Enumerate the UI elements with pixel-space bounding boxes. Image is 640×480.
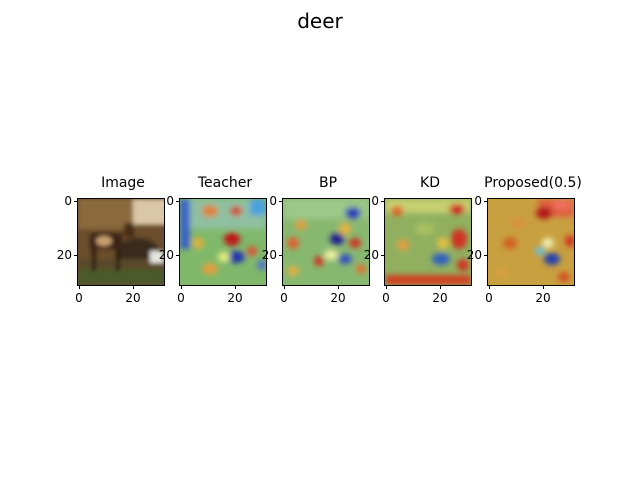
y-tick-label: 20 xyxy=(466,248,482,262)
x-tick-label: 20 xyxy=(227,291,243,305)
y-tick-label: 0 xyxy=(166,194,174,208)
y-tick xyxy=(279,255,283,256)
x-tick xyxy=(284,285,285,289)
y-tick xyxy=(74,255,78,256)
y-tick-label: 0 xyxy=(64,194,72,208)
figure-title: deer xyxy=(297,9,343,33)
kd-heatmap xyxy=(384,198,472,286)
panel-proposed: Proposed(0.5) 0 20 0 20 xyxy=(467,172,598,312)
y-tick xyxy=(176,201,180,202)
panel-teacher: Teacher 0 20 0 20 xyxy=(159,172,290,312)
panel-title: Teacher xyxy=(197,175,253,191)
panel-title: KD xyxy=(420,175,440,191)
x-tick-label: 20 xyxy=(535,291,551,305)
x-tick xyxy=(338,285,339,289)
bp-heatmap xyxy=(282,198,370,286)
y-tick xyxy=(381,255,385,256)
x-tick xyxy=(489,285,490,289)
x-tick xyxy=(386,285,387,289)
x-tick xyxy=(235,285,236,289)
x-tick xyxy=(181,285,182,289)
teacher-heatmap xyxy=(179,198,267,286)
x-tick-label: 0 xyxy=(485,291,493,305)
x-tick-label: 20 xyxy=(432,291,448,305)
panel-title: Proposed(0.5) xyxy=(484,175,582,191)
y-tick xyxy=(279,201,283,202)
image-plot xyxy=(77,198,165,286)
y-tick xyxy=(381,201,385,202)
x-tick-label: 20 xyxy=(125,291,141,305)
x-tick xyxy=(440,285,441,289)
x-tick-label: 20 xyxy=(330,291,346,305)
y-tick xyxy=(484,201,488,202)
x-tick-label: 0 xyxy=(280,291,288,305)
x-tick-label: 0 xyxy=(382,291,390,305)
y-tick xyxy=(176,255,180,256)
panel-title: BP xyxy=(318,175,338,191)
y-tick-label: 0 xyxy=(371,194,379,208)
y-tick-label: 0 xyxy=(474,194,482,208)
y-tick xyxy=(484,255,488,256)
proposed-heatmap xyxy=(487,198,575,286)
x-tick-label: 0 xyxy=(177,291,185,305)
y-tick-label: 20 xyxy=(363,248,379,262)
y-tick xyxy=(74,201,78,202)
y-tick-label: 0 xyxy=(269,194,277,208)
y-tick-label: 20 xyxy=(56,248,72,262)
panel-title: Image xyxy=(101,175,145,191)
x-tick xyxy=(133,285,134,289)
y-tick-label: 20 xyxy=(261,248,277,262)
x-tick xyxy=(79,285,80,289)
y-tick-label: 20 xyxy=(158,248,174,262)
x-tick xyxy=(543,285,544,289)
panel-bp: BP 0 20 0 20 xyxy=(262,172,393,312)
panel-image: Image 0 20 0 20 xyxy=(57,172,188,312)
panel-kd: KD 0 20 0 20 xyxy=(364,172,495,312)
x-tick-label: 0 xyxy=(75,291,83,305)
